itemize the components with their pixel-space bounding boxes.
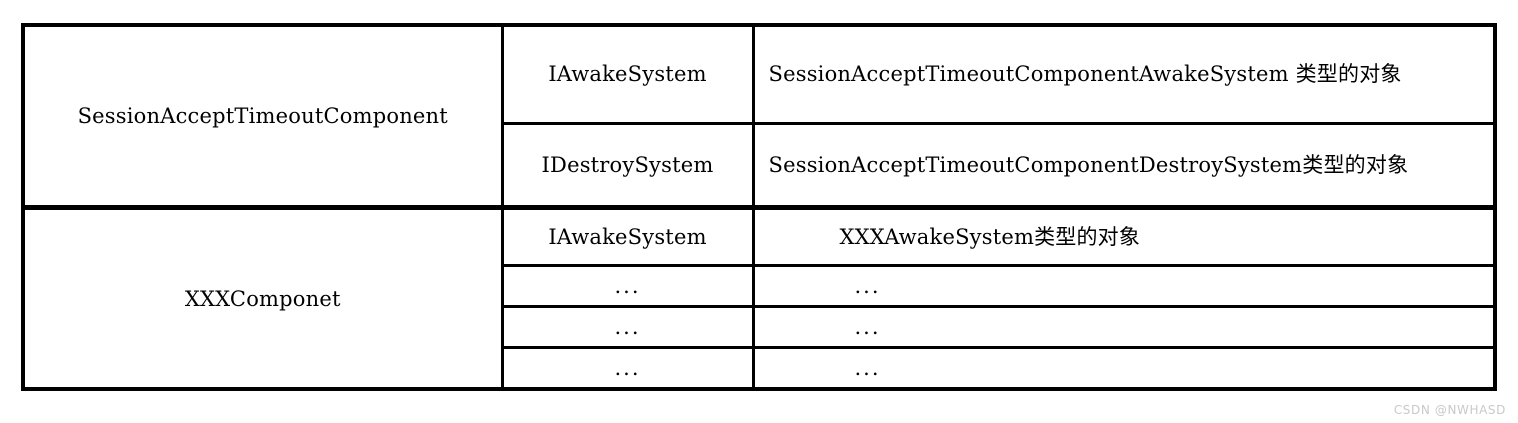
table-row: ... ... (23, 305, 1497, 350)
table-row: SessionAcceptTimeoutComponent IAwakeSyst… (21, 23, 1497, 210)
table-row: ... ... (23, 263, 1497, 309)
interface-name-cell: IDestroySystem (500, 122, 755, 210)
component-system-table: SessionAcceptTimeoutComponent IAwakeSyst… (21, 23, 1497, 391)
table-row: ... ... (23, 346, 1497, 391)
description-cell: ... (751, 263, 1497, 309)
component-name-cell: SessionAcceptTimeoutComponent (21, 23, 504, 210)
description-cell: ... (751, 305, 1497, 350)
interface-name-cell: ... (500, 305, 755, 350)
interface-name-cell: ... (500, 263, 755, 309)
interface-name-cell: IAwakeSystem (500, 23, 755, 126)
description-cell: SessionAcceptTimeoutComponentDestroySyst… (751, 122, 1497, 210)
description-cell: XXXAwakeSystem类型的对象 (751, 205, 1497, 267)
component-name-cell: XXXComponet (21, 205, 504, 391)
csdn-watermark: CSDN @NWHASD (1393, 403, 1506, 417)
description-cell: ... (751, 346, 1497, 391)
component-system-table-wrapper: SessionAcceptTimeoutComponent IAwakeSyst… (21, 23, 1497, 391)
table-row: IDestroySystem SessionAcceptTimeoutCompo… (23, 122, 1497, 210)
interface-name-cell: IAwakeSystem (500, 205, 755, 267)
interface-name-cell: ... (500, 346, 755, 391)
table-row: XXXComponet IAwakeSystem XXXAwakeSystem类… (21, 205, 1497, 391)
description-cell: SessionAcceptTimeoutComponentAwakeSystem… (751, 23, 1497, 126)
